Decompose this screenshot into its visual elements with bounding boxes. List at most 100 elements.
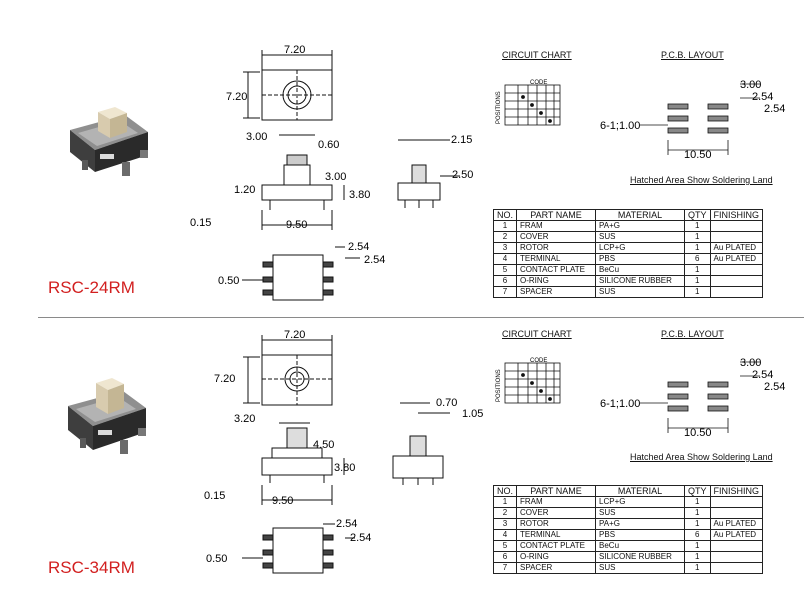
cell: 2	[492, 231, 518, 243]
cell: TERMINAL	[516, 529, 597, 541]
pcb-layout-title: P.C.B. LAYOUT	[661, 329, 724, 339]
circuit-chart	[504, 362, 561, 404]
dim-b: 0.60	[318, 139, 339, 151]
circuit-positions-label: POSITIONS	[496, 91, 502, 124]
col-no: NO.	[492, 485, 518, 497]
cell: SPACER	[516, 286, 597, 298]
dim-e: 3.80	[334, 462, 355, 474]
pcb-dim-4: 6-1;1.00	[600, 398, 640, 410]
end-view	[392, 402, 450, 485]
model-label: RSC-34RM	[48, 558, 135, 577]
cell: 1	[684, 562, 711, 574]
cell: TERMINAL	[516, 253, 597, 265]
col-material: MATERIAL	[595, 209, 686, 221]
product-photo	[68, 378, 146, 454]
cell: SPACER	[516, 562, 597, 574]
cell: PA+G	[595, 518, 686, 530]
cell: CONTACT PLATE	[516, 264, 597, 276]
cell: 1	[684, 220, 711, 232]
cell: SUS	[595, 562, 686, 574]
circuit-chart	[504, 84, 561, 126]
cell: SILICONE RUBBER	[595, 551, 686, 563]
pcb-layout-title: P.C.B. LAYOUT	[661, 50, 724, 60]
col-part-name: PART NAME	[516, 209, 597, 221]
circuit-code-label: CODE	[530, 358, 547, 364]
cell: 6	[492, 551, 518, 563]
cell: ROTOR	[516, 518, 597, 530]
cell: 1	[684, 551, 711, 563]
cell	[709, 496, 764, 508]
cell	[709, 286, 764, 298]
dim-e: 3.80	[349, 189, 370, 201]
pcb-dim-5: 10.50	[684, 149, 712, 161]
cell: 5	[492, 264, 518, 276]
cell	[709, 540, 764, 552]
cell: O-RING	[516, 551, 597, 563]
pcb-dim-1: 3.00	[740, 357, 761, 369]
side-view	[261, 134, 345, 230]
top-view	[243, 335, 333, 406]
cell	[709, 231, 764, 243]
cell: Au PLATED	[709, 529, 764, 541]
dim-c: 3.00	[325, 171, 346, 183]
cell: 1	[684, 507, 711, 519]
dim-h: 2.15	[451, 134, 472, 146]
cell: ROTOR	[516, 242, 597, 254]
dim-a: 3.00	[246, 131, 267, 143]
col-qty: QTY	[684, 485, 711, 497]
cell: 4	[492, 253, 518, 265]
cell: LCP+G	[595, 496, 686, 508]
cell: 1	[684, 518, 711, 530]
cell: LCP+G	[595, 242, 686, 254]
cell: PBS	[595, 253, 686, 265]
soldering-note: Hatched Area Show Soldering Land	[630, 175, 773, 185]
cell: 1	[684, 540, 711, 552]
section-divider	[38, 317, 804, 318]
cell: PA+G	[595, 220, 686, 232]
cell: 3	[492, 518, 518, 530]
pcb-dim-1: 3.00	[740, 79, 761, 91]
pcb-dim-5: 10.50	[684, 427, 712, 439]
circuit-positions-label: POSITIONS	[496, 369, 502, 402]
col-qty: QTY	[684, 209, 711, 221]
cell	[709, 264, 764, 276]
model-label: RSC-24RM	[48, 278, 135, 297]
cell: 1	[492, 220, 518, 232]
cell	[709, 562, 764, 574]
pcb-layout	[640, 83, 760, 155]
cell: 1	[492, 496, 518, 508]
dim-j: 2.54	[348, 241, 369, 253]
col-finishing: FINISHING	[709, 209, 764, 221]
dim-f: 0.15	[190, 217, 211, 229]
drawing-rsc-24rm: 7.20 7.20 3.00 0.60 3.00 1.20 3.80 0.15 …	[70, 44, 785, 301]
section-rsc-34rm: 7.20 7.20 3.20 0.70 4.50 1.05 3.80 0.15 …	[0, 278, 804, 577]
bottom-view	[242, 246, 360, 301]
cell: 3	[492, 242, 518, 254]
col-material: MATERIAL	[595, 485, 686, 497]
dim-top-height: 7.20	[226, 91, 247, 103]
circuit-code-label: CODE	[530, 80, 547, 86]
cell: FRAM	[516, 220, 597, 232]
dim-d: 1.05	[462, 408, 483, 420]
cell: 7	[492, 562, 518, 574]
dim-h: 2.54	[336, 518, 357, 530]
drawing-rsc-34rm: 7.20 7.20 3.20 0.70 4.50 1.05 3.80 0.15 …	[68, 329, 785, 574]
dim-top-width: 7.20	[284, 329, 305, 341]
cell: 1	[684, 264, 711, 276]
dim-top-height: 7.20	[214, 373, 235, 385]
cell: 1	[684, 496, 711, 508]
dim-i: 2.50	[452, 169, 473, 181]
